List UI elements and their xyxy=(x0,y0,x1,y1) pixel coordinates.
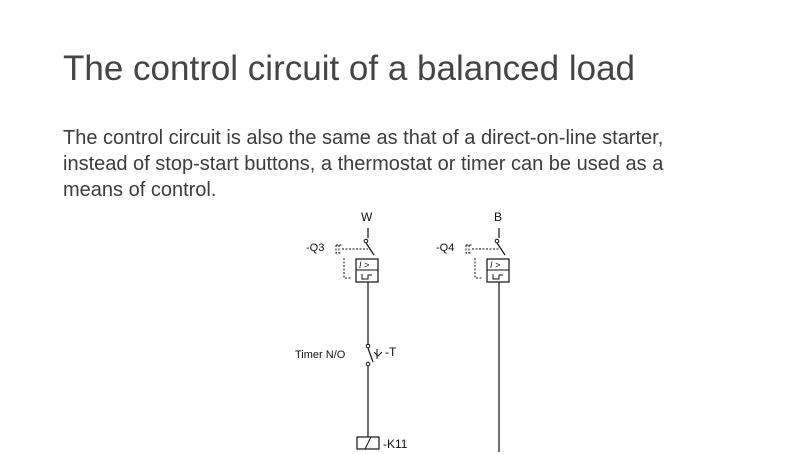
body-line-1: The control circuit is also the same as … xyxy=(63,127,664,149)
body-line-2: instead of stop-start buttons, a thermos… xyxy=(63,153,664,175)
contactor-coil xyxy=(356,436,380,450)
right-supply-label: B xyxy=(494,210,502,224)
timer-contact-dot-bottom xyxy=(365,361,371,367)
timer-tag: -T xyxy=(385,345,397,359)
right-breaker-mech xyxy=(474,258,482,279)
left-breaker-label: -Q3 xyxy=(306,242,324,254)
slide-title: The control circuit of a balanced load xyxy=(63,49,635,88)
left-thermal-symbol xyxy=(361,274,372,280)
slide-body-text: The control circuit is also the same as … xyxy=(63,125,763,203)
timer-actuator-symbol xyxy=(373,349,383,359)
coil-label: -K11 xyxy=(383,437,408,451)
left-breaker-contact-dot xyxy=(363,238,369,244)
right-breaker-operator xyxy=(465,244,499,254)
left-breaker-mech xyxy=(343,258,351,279)
right-breaker-label: -Q4 xyxy=(436,242,454,254)
body-line-3: means of control. xyxy=(63,179,217,201)
right-overcurrent-symbol: I > xyxy=(490,260,500,270)
right-breaker-contact xyxy=(496,242,506,256)
timer-contact-dot-top xyxy=(365,343,371,349)
right-thermal-symbol xyxy=(492,274,503,280)
timer-contact xyxy=(367,347,374,363)
right-breaker-contact-dot xyxy=(494,238,500,244)
left-breaker-contact xyxy=(365,242,375,256)
left-overcurrent-symbol: I > xyxy=(359,260,369,270)
right-branch: B -Q4 I > xyxy=(436,210,510,452)
timer-label: Timer N/O xyxy=(295,349,346,361)
left-supply-label: W xyxy=(361,210,373,224)
left-branch: W -Q3 I > Timer N/O -T -K11 xyxy=(295,210,408,451)
left-breaker-operator xyxy=(335,244,368,254)
